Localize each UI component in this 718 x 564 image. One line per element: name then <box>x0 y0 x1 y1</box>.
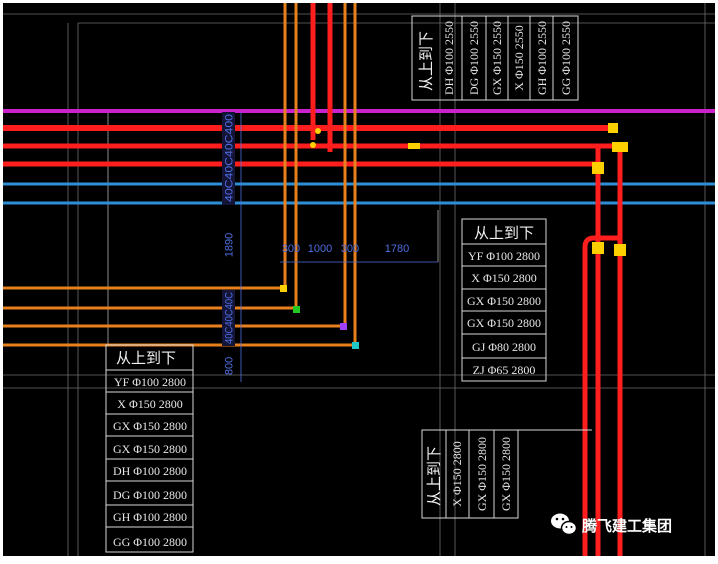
table-row: GX Φ150 2800 <box>467 294 541 308</box>
dimension-label-lower: 40C40C40C <box>224 292 236 344</box>
fitting-yellow <box>592 242 604 254</box>
grid-lines <box>3 3 715 556</box>
table-header: 从上到下 <box>425 446 443 506</box>
pipe-label-table-left-bottom: 从上到下 YF Φ100 2800 X Φ150 2800 GX Φ150 28… <box>105 344 194 553</box>
fitting-yellow <box>315 128 321 134</box>
table-row: DH Φ100 2800 <box>113 464 187 478</box>
dimension-label-300-a: 300 <box>282 243 300 255</box>
table-row: GG Φ100 2800 <box>113 535 187 549</box>
fitting-yellow <box>408 143 420 149</box>
table-row: GH Φ100 2550 <box>535 21 549 95</box>
dimension-label-1780: 1780 <box>385 243 409 255</box>
dimension-label-300-b: 300 <box>341 243 359 255</box>
table-border <box>461 218 547 382</box>
pipe-label-table-bottom-center: 从上到下 X Φ150 2800 GX Φ150 2800 GX Φ150 28… <box>421 429 592 519</box>
table-row: X Φ150 2550 <box>512 25 526 90</box>
fitting-yellow <box>614 244 626 256</box>
dimension-label-1000: 1000 <box>308 243 332 255</box>
watermark-text: 腾飞建工集团 <box>581 517 672 535</box>
pipe-label-table-top-right: 从上到下 DH Φ100 2550 DG Φ100 2550 GX Φ150 2… <box>411 15 579 101</box>
wechat-icon <box>551 513 578 536</box>
fitting-purple <box>340 323 347 330</box>
table-row: GG Φ100 2550 <box>559 21 573 95</box>
pipe-fittings <box>280 123 628 349</box>
fitting-green <box>293 306 300 313</box>
table-header: 从上到下 <box>474 224 534 242</box>
dimension-label-800: 800 <box>224 357 236 375</box>
table-row: GX Φ150 2800 <box>499 437 513 511</box>
dimension-label-upper: 40C40C40C400 <box>224 114 236 202</box>
table-row: GX Φ150 2550 <box>490 21 504 95</box>
drawing-background <box>3 3 715 556</box>
table-row: ZJ Φ65 2800 <box>473 363 536 377</box>
pipe-label-table-right-middle: 从上到下 YF Φ100 2800 X Φ150 2800 GX Φ150 28… <box>461 218 547 382</box>
table-row: GX Φ150 2800 <box>467 316 541 330</box>
table-row: YF Φ100 2800 <box>468 249 540 263</box>
table-row: GX Φ150 2800 <box>113 419 187 433</box>
table-row: YF Φ100 2800 <box>114 375 186 389</box>
table-header: 从上到下 <box>417 31 435 91</box>
table-row: X Φ150 2800 <box>450 441 464 506</box>
table-row: X Φ150 2800 <box>117 397 182 411</box>
red-elbow-pipe <box>582 235 620 556</box>
table-header: 从上到下 <box>116 349 176 367</box>
table-row: DH Φ100 2550 <box>442 21 456 95</box>
table-row: GX Φ150 2800 <box>475 437 489 511</box>
table-row: DG Φ100 2800 <box>113 488 187 502</box>
table-row: GJ Φ80 2800 <box>472 340 536 354</box>
table-border <box>421 429 519 519</box>
dimension-box-upper <box>222 112 235 205</box>
dimension-annotations: 40C40C40C400 1890 40C40C40C 800 300 1000… <box>222 112 438 382</box>
fitting-yellow <box>592 162 604 174</box>
fitting-yellow <box>310 142 316 148</box>
watermark: 腾飞建工集团 <box>551 513 672 536</box>
fitting-cyan <box>352 342 359 349</box>
table-row: X Φ150 2800 <box>471 271 536 285</box>
fitting-yellow <box>280 285 287 292</box>
fitting-yellow <box>608 123 618 133</box>
table-row: GH Φ100 2800 <box>113 510 187 524</box>
dimension-label-1890: 1890 <box>224 233 236 257</box>
dimension-box-lower <box>222 290 235 346</box>
table-row: GX Φ150 2800 <box>113 442 187 456</box>
table-border <box>105 344 194 553</box>
table-border <box>411 15 579 101</box>
table-row: DG Φ100 2550 <box>467 21 481 95</box>
fitting-yellow <box>612 142 628 152</box>
